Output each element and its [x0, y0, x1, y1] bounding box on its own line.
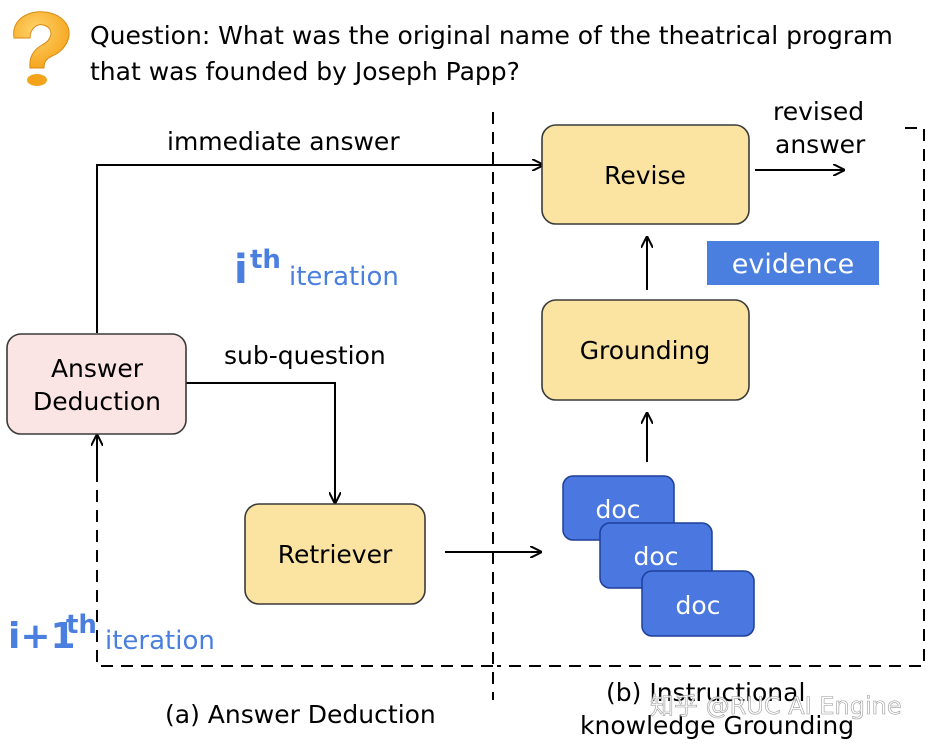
- next-iteration-label: i+1 th iteration: [8, 610, 215, 657]
- retriever-label: Retriever: [278, 540, 393, 569]
- section-b-caption-2: knowledge Grounding: [580, 711, 854, 740]
- answer-deduction-label-1: Answer: [51, 354, 144, 383]
- ith-sup: th: [250, 245, 281, 275]
- evidence-label: evidence: [732, 249, 854, 280]
- watermark: 知乎 @RUC AI Engine: [650, 692, 902, 720]
- doc-label: doc: [634, 542, 679, 571]
- ith-iteration-label: i th iteration: [234, 245, 399, 293]
- ith-rest: iteration: [289, 262, 399, 292]
- immediate-answer-label: immediate answer: [167, 127, 400, 156]
- ith-main: i: [234, 247, 248, 293]
- question-mark-icon: [13, 11, 70, 86]
- answer-deduction-label-2: Deduction: [33, 387, 161, 416]
- doc-stack: doc doc doc: [562, 475, 755, 637]
- next-sup: th: [66, 610, 97, 640]
- grounding-label: Grounding: [580, 336, 711, 365]
- question-line-2: that was founded by Joseph Papp?: [90, 57, 520, 86]
- next-main: i+1: [8, 616, 76, 657]
- next-rest: iteration: [105, 626, 215, 656]
- revised-answer-label-1: revised: [773, 97, 864, 126]
- immediate-answer-edge: [96, 165, 542, 333]
- sub-question-edge: [186, 382, 335, 502]
- revised-answer-label-2: answer: [775, 130, 866, 159]
- grounding-node: Grounding: [541, 299, 750, 401]
- revise-label: Revise: [604, 161, 686, 190]
- retriever-node: Retriever: [244, 503, 426, 605]
- grounding-frame: [497, 127, 925, 667]
- section-a-caption: (a) Answer Deduction: [165, 700, 436, 729]
- doc-card: doc: [641, 570, 755, 637]
- doc-label: doc: [596, 495, 641, 524]
- revise-node: Revise: [541, 124, 750, 225]
- section-b-caption-1: (b) Instructional: [606, 678, 805, 707]
- answer-deduction-node: Answer Deduction: [6, 333, 187, 435]
- question-line-1: Question: What was the original name of …: [90, 21, 893, 50]
- next-iteration-loop: [96, 440, 493, 667]
- sub-question-label: sub-question: [224, 341, 386, 370]
- evidence-badge: evidence: [707, 241, 879, 285]
- doc-label: doc: [676, 591, 721, 620]
